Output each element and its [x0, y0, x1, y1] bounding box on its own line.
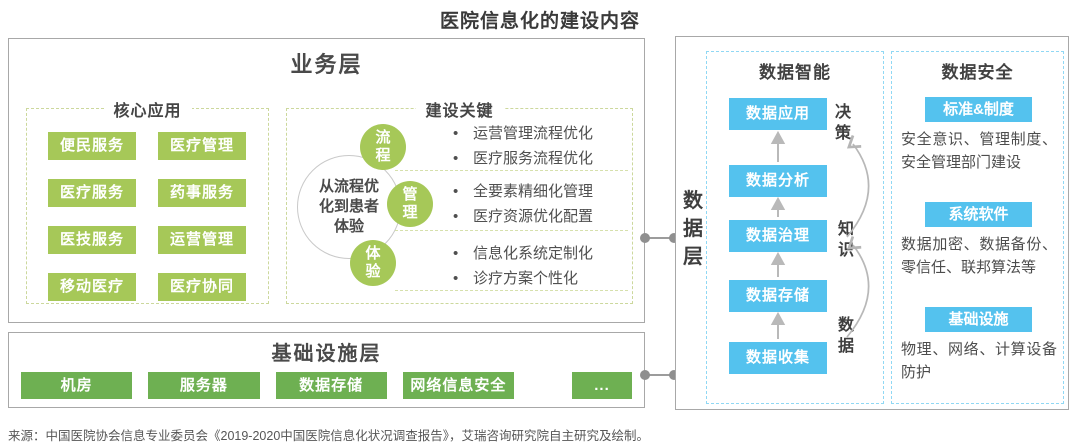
construction-keys-title: 建设关键: [415, 97, 504, 121]
stack-item-data-application: 数据应用: [729, 98, 827, 130]
infra-item: 网络信息安全: [402, 372, 514, 399]
core-app-item: 医技服务: [48, 226, 136, 254]
connector-dot: [640, 233, 650, 243]
knowledge-label: 知识: [837, 221, 854, 259]
standards-text: 安全意识、管理制度、安全管理部门建设: [901, 131, 1057, 171]
core-app-item: 医疗服务: [48, 179, 136, 207]
business-layer-box: 业务层 核心应用 便民服务 医疗管理 医疗服务 药事服务 医技服务 运营管理 移…: [8, 38, 645, 323]
bullet-item: 诊疗方案个性化: [449, 266, 631, 291]
core-apps-grid: 便民服务 医疗管理 医疗服务 药事服务 医技服务 运营管理 移动医疗 医疗协同: [27, 109, 268, 301]
infra-item: 服务器: [148, 372, 260, 399]
source-note: 来源：中国医院协会信息专业委员会《2019-2020中国医院信息化状况调查报告》…: [8, 429, 650, 443]
data-layer-box: 数据层 数据智能 数据应用 数据分析 数据治理 数据存储 数据收集 决策 知识 …: [675, 36, 1069, 410]
experience-circle: 体验: [350, 240, 396, 286]
system-software-text: 数据加密、数据备份、零信任、联邦算法等: [901, 236, 1057, 276]
divider: [395, 230, 628, 231]
infrastructure-layer-title: 基础设施层: [271, 343, 382, 365]
construction-keys-box: 建设关键 从流程优化到患者体验 流程 管理 体验 运营管理流程优化 医疗服务流程…: [286, 97, 633, 304]
core-app-item: 便民服务: [48, 132, 136, 160]
core-apps-box: 核心应用 便民服务 医疗管理 医疗服务 药事服务 医技服务 运营管理 移动医疗 …: [26, 97, 269, 304]
connector-line: [644, 374, 676, 376]
bullet-item: 全要素精细化管理: [449, 179, 631, 204]
infra-item: 机房: [21, 372, 133, 399]
core-app-item: 运营管理: [158, 226, 246, 254]
process-circle-label: 流程: [375, 129, 391, 164]
bullet-item: 医疗服务流程优化: [449, 146, 631, 171]
stack-item-data-governance: 数据治理: [729, 220, 827, 252]
bullet-item: 信息化系统定制化: [449, 241, 631, 266]
data-security-box: 数据安全 标准&制度 安全意识、管理制度、安全管理部门建设 系统软件 数据加密、…: [891, 51, 1064, 404]
process-circle: 流程: [360, 124, 406, 170]
management-circle-label: 管理: [402, 186, 418, 221]
core-app-item: 移动医疗: [48, 273, 136, 301]
system-software-pill: 系统软件: [925, 202, 1032, 227]
infra-item-more: ...: [572, 372, 632, 399]
experience-bullets: 信息化系统定制化 诊疗方案个性化: [449, 241, 631, 291]
connector-dot: [669, 233, 679, 243]
business-layer-title: 业务层: [290, 52, 363, 77]
data-intelligence-box: 数据智能 数据应用 数据分析 数据治理 数据存储 数据收集 决策 知识 数据: [706, 51, 884, 404]
standards-pill: 标准&制度: [925, 97, 1032, 122]
page-title: 医院信息化的建设内容: [439, 11, 640, 32]
infrastructure-items-row: 机房 服务器 数据存储 网络信息安全 ...: [9, 366, 644, 399]
stack-item-data-storage: 数据存储: [729, 280, 827, 312]
data-layer-title: 数据层: [683, 190, 703, 268]
infra-item: 数据存储: [275, 372, 387, 399]
core-app-item: 医疗协同: [158, 273, 246, 301]
core-app-item: 药事服务: [158, 179, 246, 207]
process-bullets: 运营管理流程优化 医疗服务流程优化: [449, 121, 631, 171]
bullet-item: 医疗资源优化配置: [449, 204, 631, 229]
management-circle: 管理: [387, 181, 433, 227]
data-security-title: 数据安全: [941, 63, 1014, 82]
core-app-item: 医疗管理: [158, 132, 246, 160]
data-intelligence-title: 数据智能: [759, 63, 831, 82]
connector-dot: [640, 370, 650, 380]
infrastructure-layer-box: 基础设施层 机房 服务器 数据存储 网络信息安全 ...: [8, 332, 645, 408]
infrastructure-text: 物理、网络、计算设备防护: [901, 341, 1057, 381]
infrastructure-pill: 基础设施: [925, 307, 1032, 332]
data-label: 数据: [837, 317, 854, 355]
decision-label: 决策: [834, 104, 851, 142]
connector-line: [644, 237, 676, 239]
management-bullets: 全要素精细化管理 医疗资源优化配置: [449, 179, 631, 229]
stack-item-data-analysis: 数据分析: [729, 165, 827, 197]
stack-item-data-collection: 数据收集: [729, 342, 827, 374]
core-apps-title: 核心应用: [103, 97, 192, 121]
connector-dot: [669, 370, 679, 380]
cycle-center-text: 从流程优化到患者体验: [318, 178, 379, 235]
experience-circle-label: 体验: [365, 245, 381, 280]
bullet-item: 运营管理流程优化: [449, 121, 631, 146]
